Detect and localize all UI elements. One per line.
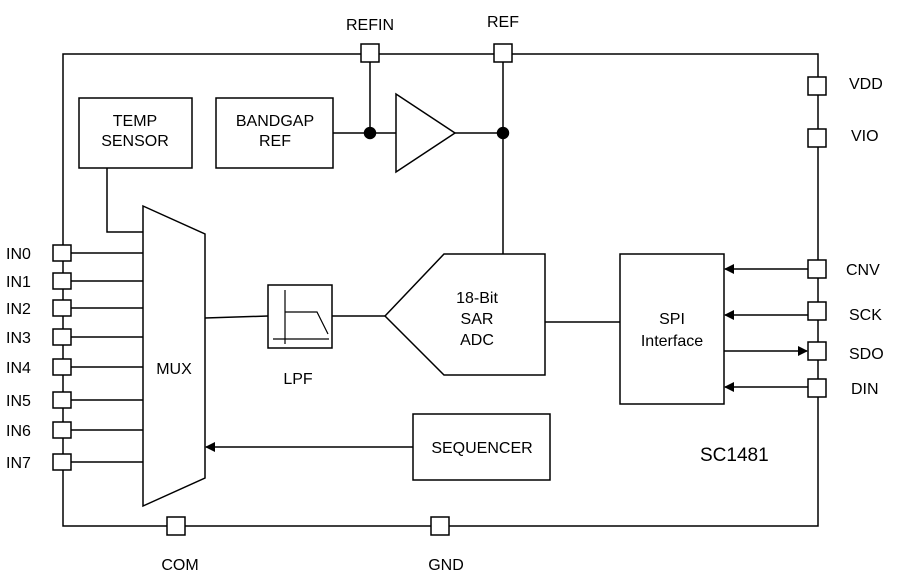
pin-label-vdd: VDD: [849, 76, 883, 93]
pin-label-gnd: GND: [428, 557, 464, 574]
pin-com: COM: [161, 516, 199, 574]
temp-to-mux-wire: [106, 168, 143, 233]
pin-vdd: VDD: [807, 76, 883, 96]
pin-in5: [52, 391, 72, 409]
lpf-block: LPF: [267, 284, 333, 388]
pin-in0: [52, 244, 72, 262]
refin-junction-dot: [363, 126, 377, 140]
adc-label-3: ADC: [460, 332, 494, 349]
pin-in4: [52, 358, 72, 376]
pin-label-in3: IN3: [6, 330, 31, 347]
lpf-label: LPF: [283, 371, 313, 388]
temp-sensor-block: TEMP SENSOR: [78, 97, 193, 169]
pin-in6: [52, 421, 72, 439]
pin-din: DIN: [807, 378, 879, 398]
temp-sensor-label-1: TEMP: [113, 113, 157, 130]
pin-label-in5: IN5: [6, 393, 31, 410]
pin-label-in7: IN7: [6, 455, 31, 472]
pin-label-in0: IN0: [6, 246, 31, 263]
pin-label-cnv: CNV: [846, 262, 880, 279]
temp-sensor-label-2: SENSOR: [101, 133, 169, 150]
input-pins: IN0 IN1 IN2 IN3 IN4 IN5 IN6 IN7: [6, 244, 143, 472]
pin-cnv: CNV: [807, 259, 880, 279]
pin-sdo: SDO: [807, 341, 884, 363]
pin-label-in1: IN1: [6, 274, 31, 291]
spi-label-2: Interface: [641, 333, 703, 350]
mux-label: MUX: [156, 361, 192, 378]
spi-interface-block: SPI Interface: [619, 253, 725, 405]
bandgap-ref-block: BANDGAP REF: [215, 97, 334, 169]
pin-sck: SCK: [807, 301, 882, 324]
pin-ref: REF: [487, 14, 519, 63]
pin-label-ref: REF: [487, 14, 519, 31]
pin-vio: VIO: [807, 128, 879, 148]
pin-label-in6: IN6: [6, 423, 31, 440]
pin-label-in2: IN2: [6, 301, 31, 318]
pin-label-sck: SCK: [849, 307, 882, 324]
pin-in7: [52, 453, 72, 471]
chip-name-label: SC1481: [700, 445, 769, 466]
pin-in2: [52, 299, 72, 317]
bandgap-label-2: REF: [259, 133, 291, 150]
spi-label-1: SPI: [659, 311, 685, 328]
pin-label-refin: REFIN: [346, 17, 394, 34]
mux-block: MUX: [142, 204, 206, 508]
mux-to-lpf-wire: [204, 315, 269, 319]
pin-gnd: GND: [428, 516, 464, 574]
pin-label-din: DIN: [851, 381, 879, 398]
pin-label-in4: IN4: [6, 360, 31, 377]
pin-refin: REFIN: [346, 17, 394, 63]
sequencer-block: SEQUENCER: [412, 413, 551, 481]
pin-in3: [52, 328, 72, 346]
adc-label-1: 18-Bit: [456, 290, 498, 307]
sar-adc-block: 18-Bit SAR ADC: [383, 253, 546, 376]
adc-label-2: SAR: [461, 311, 494, 328]
pin-label-com: COM: [161, 557, 198, 574]
ref-junction-dot: [496, 126, 510, 140]
bandgap-label-1: BANDGAP: [236, 113, 314, 130]
reference-buffer: [395, 92, 457, 174]
pin-label-sdo: SDO: [849, 346, 884, 363]
pin-label-vio: VIO: [851, 128, 879, 145]
sequencer-label: SEQUENCER: [431, 440, 532, 457]
pin-in1: [52, 272, 72, 290]
